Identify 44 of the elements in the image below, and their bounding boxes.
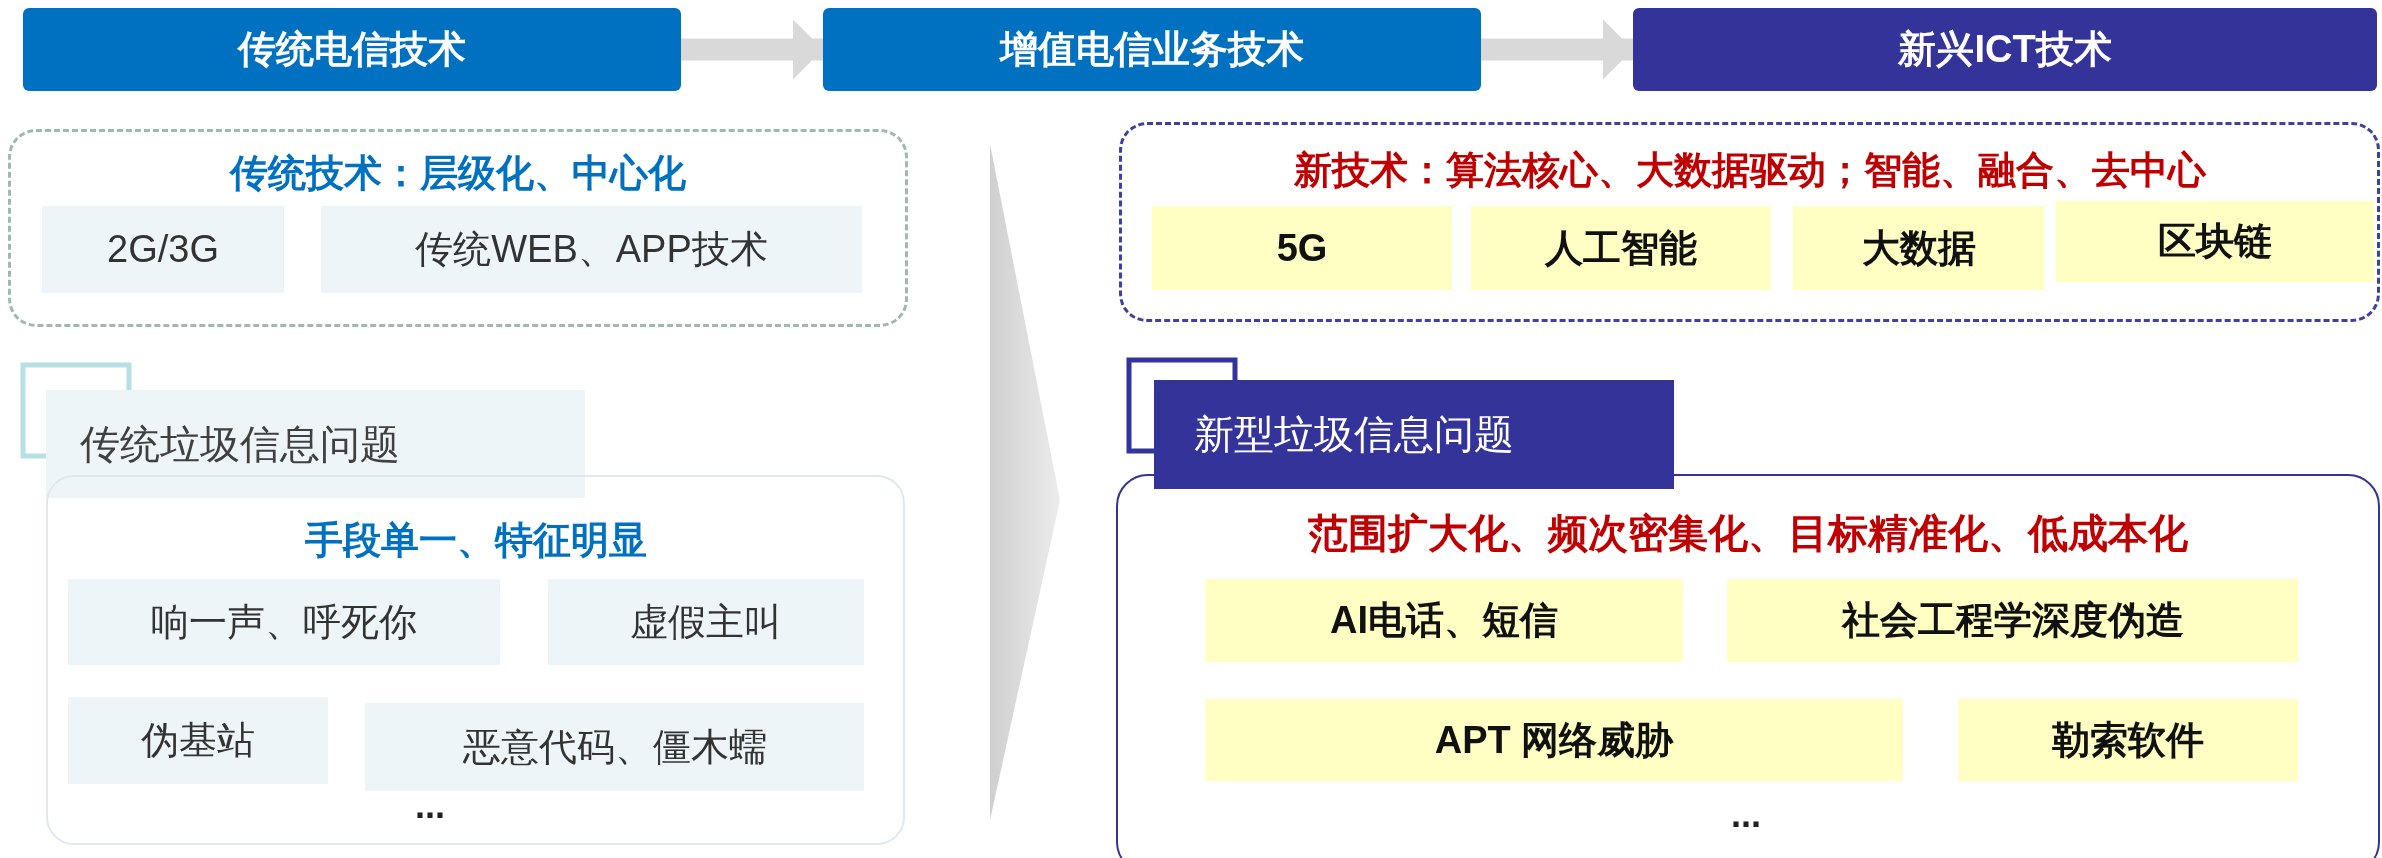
item-text: 5G	[1276, 226, 1328, 270]
ellipsis-text: ...	[414, 785, 446, 827]
title-band	[1154, 380, 1674, 489]
header-text: 增值电信业务技术	[1000, 27, 1304, 72]
header-text: 新兴ICT技术	[1898, 27, 2112, 72]
item-text: 社会工程学深度伪造	[1841, 598, 2184, 643]
group-heading: 范围扩大化、频次密集化、目标精准化、低成本化	[1307, 510, 2189, 557]
header-box	[1633, 8, 2377, 91]
item-text: APT 网络威胁	[1434, 717, 1674, 763]
header-box	[823, 8, 1481, 91]
item-box	[1793, 206, 2044, 290]
item-text: 虚假主叫	[630, 599, 782, 645]
item-box	[1958, 699, 2298, 781]
item-text: 伪基站	[141, 718, 255, 763]
group-heading: 手段单一、特征明显	[303, 518, 648, 563]
item-text: 2G/3G	[107, 228, 219, 271]
group-box	[46, 475, 905, 845]
item-box	[1471, 206, 1771, 290]
item-text: 恶意代码、僵木蠕	[462, 724, 767, 770]
header-box	[23, 8, 681, 91]
block-arrow	[681, 19, 823, 80]
item-text: 传统WEB、APP技术	[415, 227, 768, 272]
item-box	[2056, 201, 2374, 282]
group-box	[1116, 474, 2380, 858]
item-text: AI电话、短信	[1330, 598, 1558, 643]
item-box	[1152, 206, 1452, 290]
band-title: 新型垃圾信息问题	[1194, 411, 1514, 458]
header-text: 传统电信技术	[238, 27, 466, 72]
item-text: 响一声、呼死你	[151, 599, 417, 645]
block-arrow	[1481, 19, 1633, 80]
ellipsis-text: ...	[1730, 794, 1762, 836]
group-box	[8, 129, 908, 327]
group-heading: 传统技术：层级化、中心化	[228, 151, 687, 196]
band-title: 传统垃圾信息问题	[80, 420, 400, 468]
title-band	[46, 390, 585, 498]
group-box	[1119, 122, 2380, 322]
item-text: 人工智能	[1545, 225, 1697, 271]
item-text: 区块链	[2158, 219, 2272, 264]
item-box	[1205, 699, 1903, 781]
item-box	[1727, 579, 2298, 662]
item-box	[1205, 579, 1683, 662]
item-text: 大数据	[1861, 225, 1976, 271]
group-heading: 新技术：算法核心、大数据驱动；智能、融合、去中心	[1292, 148, 2208, 193]
item-text: 勒索软件	[2052, 717, 2204, 763]
